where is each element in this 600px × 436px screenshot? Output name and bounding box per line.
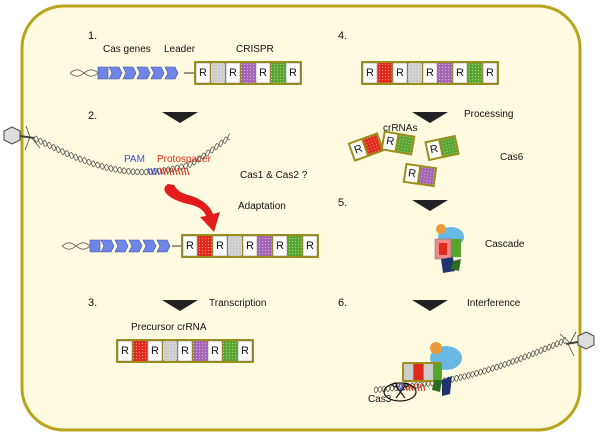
step-6-number: 6. — [338, 297, 347, 309]
svg-text:R: R — [246, 240, 254, 252]
svg-text:R: R — [121, 345, 129, 357]
cas6-label: Cas6 — [500, 152, 524, 163]
step-2-number: 2. — [88, 110, 97, 122]
svg-text:R: R — [426, 67, 434, 79]
svg-text:R: R — [181, 345, 189, 357]
svg-text:R: R — [229, 67, 237, 79]
adaptation-label: Adaptation — [238, 201, 286, 212]
svg-text:R: R — [211, 345, 219, 357]
step2-arrow — [162, 112, 198, 123]
step-3-number: 3. — [88, 297, 97, 309]
svg-text:R: R — [186, 240, 194, 252]
step2-cas-genes — [89, 239, 171, 253]
svg-text:R: R — [199, 67, 207, 79]
precursor-crrna-label: Precursor crRNA — [131, 322, 207, 333]
crrna-fragment: R — [402, 162, 438, 188]
svg-text:R: R — [396, 67, 404, 79]
crrna-fragment: R — [424, 134, 460, 162]
cas-genes-label: Cas genes — [103, 44, 151, 55]
svg-text:R: R — [456, 67, 464, 79]
step3-arrow — [162, 300, 198, 311]
step1-cas-genes — [97, 66, 179, 80]
step4-arrow — [412, 112, 448, 123]
svg-text:R: R — [407, 167, 417, 180]
svg-text:R: R — [385, 135, 395, 148]
svg-text:R: R — [353, 143, 365, 157]
step6-arrow — [412, 300, 448, 311]
crrnas-label: crRNAs — [383, 123, 417, 134]
crispr-label: CRISPR — [236, 44, 274, 55]
step-5-number: 5. — [338, 197, 347, 209]
phage-left — [3, 125, 41, 151]
step-4-number: 4. — [338, 30, 347, 42]
step5-arrow — [412, 200, 448, 211]
svg-text:R: R — [306, 240, 314, 252]
adaptation-arrow — [164, 184, 220, 232]
interference-label: Interference — [467, 298, 521, 309]
step1-dna-helix — [69, 69, 99, 77]
cas3-scissors-icon — [383, 382, 417, 402]
phage-right — [559, 331, 595, 357]
leader-label: Leader — [164, 44, 196, 55]
cas1-cas2-label: Cas1 & Cas2 ? — [240, 170, 308, 181]
pam-label: PAM — [124, 154, 145, 165]
transcription-label: Transcription — [209, 298, 266, 309]
cascade-complex — [434, 224, 464, 273]
svg-text:R: R — [289, 67, 297, 79]
svg-text:R: R — [429, 143, 439, 156]
svg-text:R: R — [276, 240, 284, 252]
processing-label: Processing — [464, 109, 513, 120]
crrna-fragment: R — [347, 132, 385, 162]
svg-text:R: R — [366, 67, 374, 79]
interference-complex — [402, 342, 462, 396]
svg-text:R: R — [216, 240, 224, 252]
protospacer-label: Protospacer — [157, 154, 212, 165]
cas3-label: Cas3 — [368, 394, 392, 405]
step-1-number: 1. — [88, 30, 97, 42]
svg-text:R: R — [259, 67, 267, 79]
svg-text:R: R — [241, 345, 249, 357]
svg-text:R: R — [486, 67, 494, 79]
step2-dna-helix — [61, 242, 91, 250]
crrna-fragment: R — [380, 130, 416, 156]
cascade-label: Cascade — [485, 239, 525, 250]
phage-dna-left — [33, 133, 231, 176]
svg-text:R: R — [151, 345, 159, 357]
